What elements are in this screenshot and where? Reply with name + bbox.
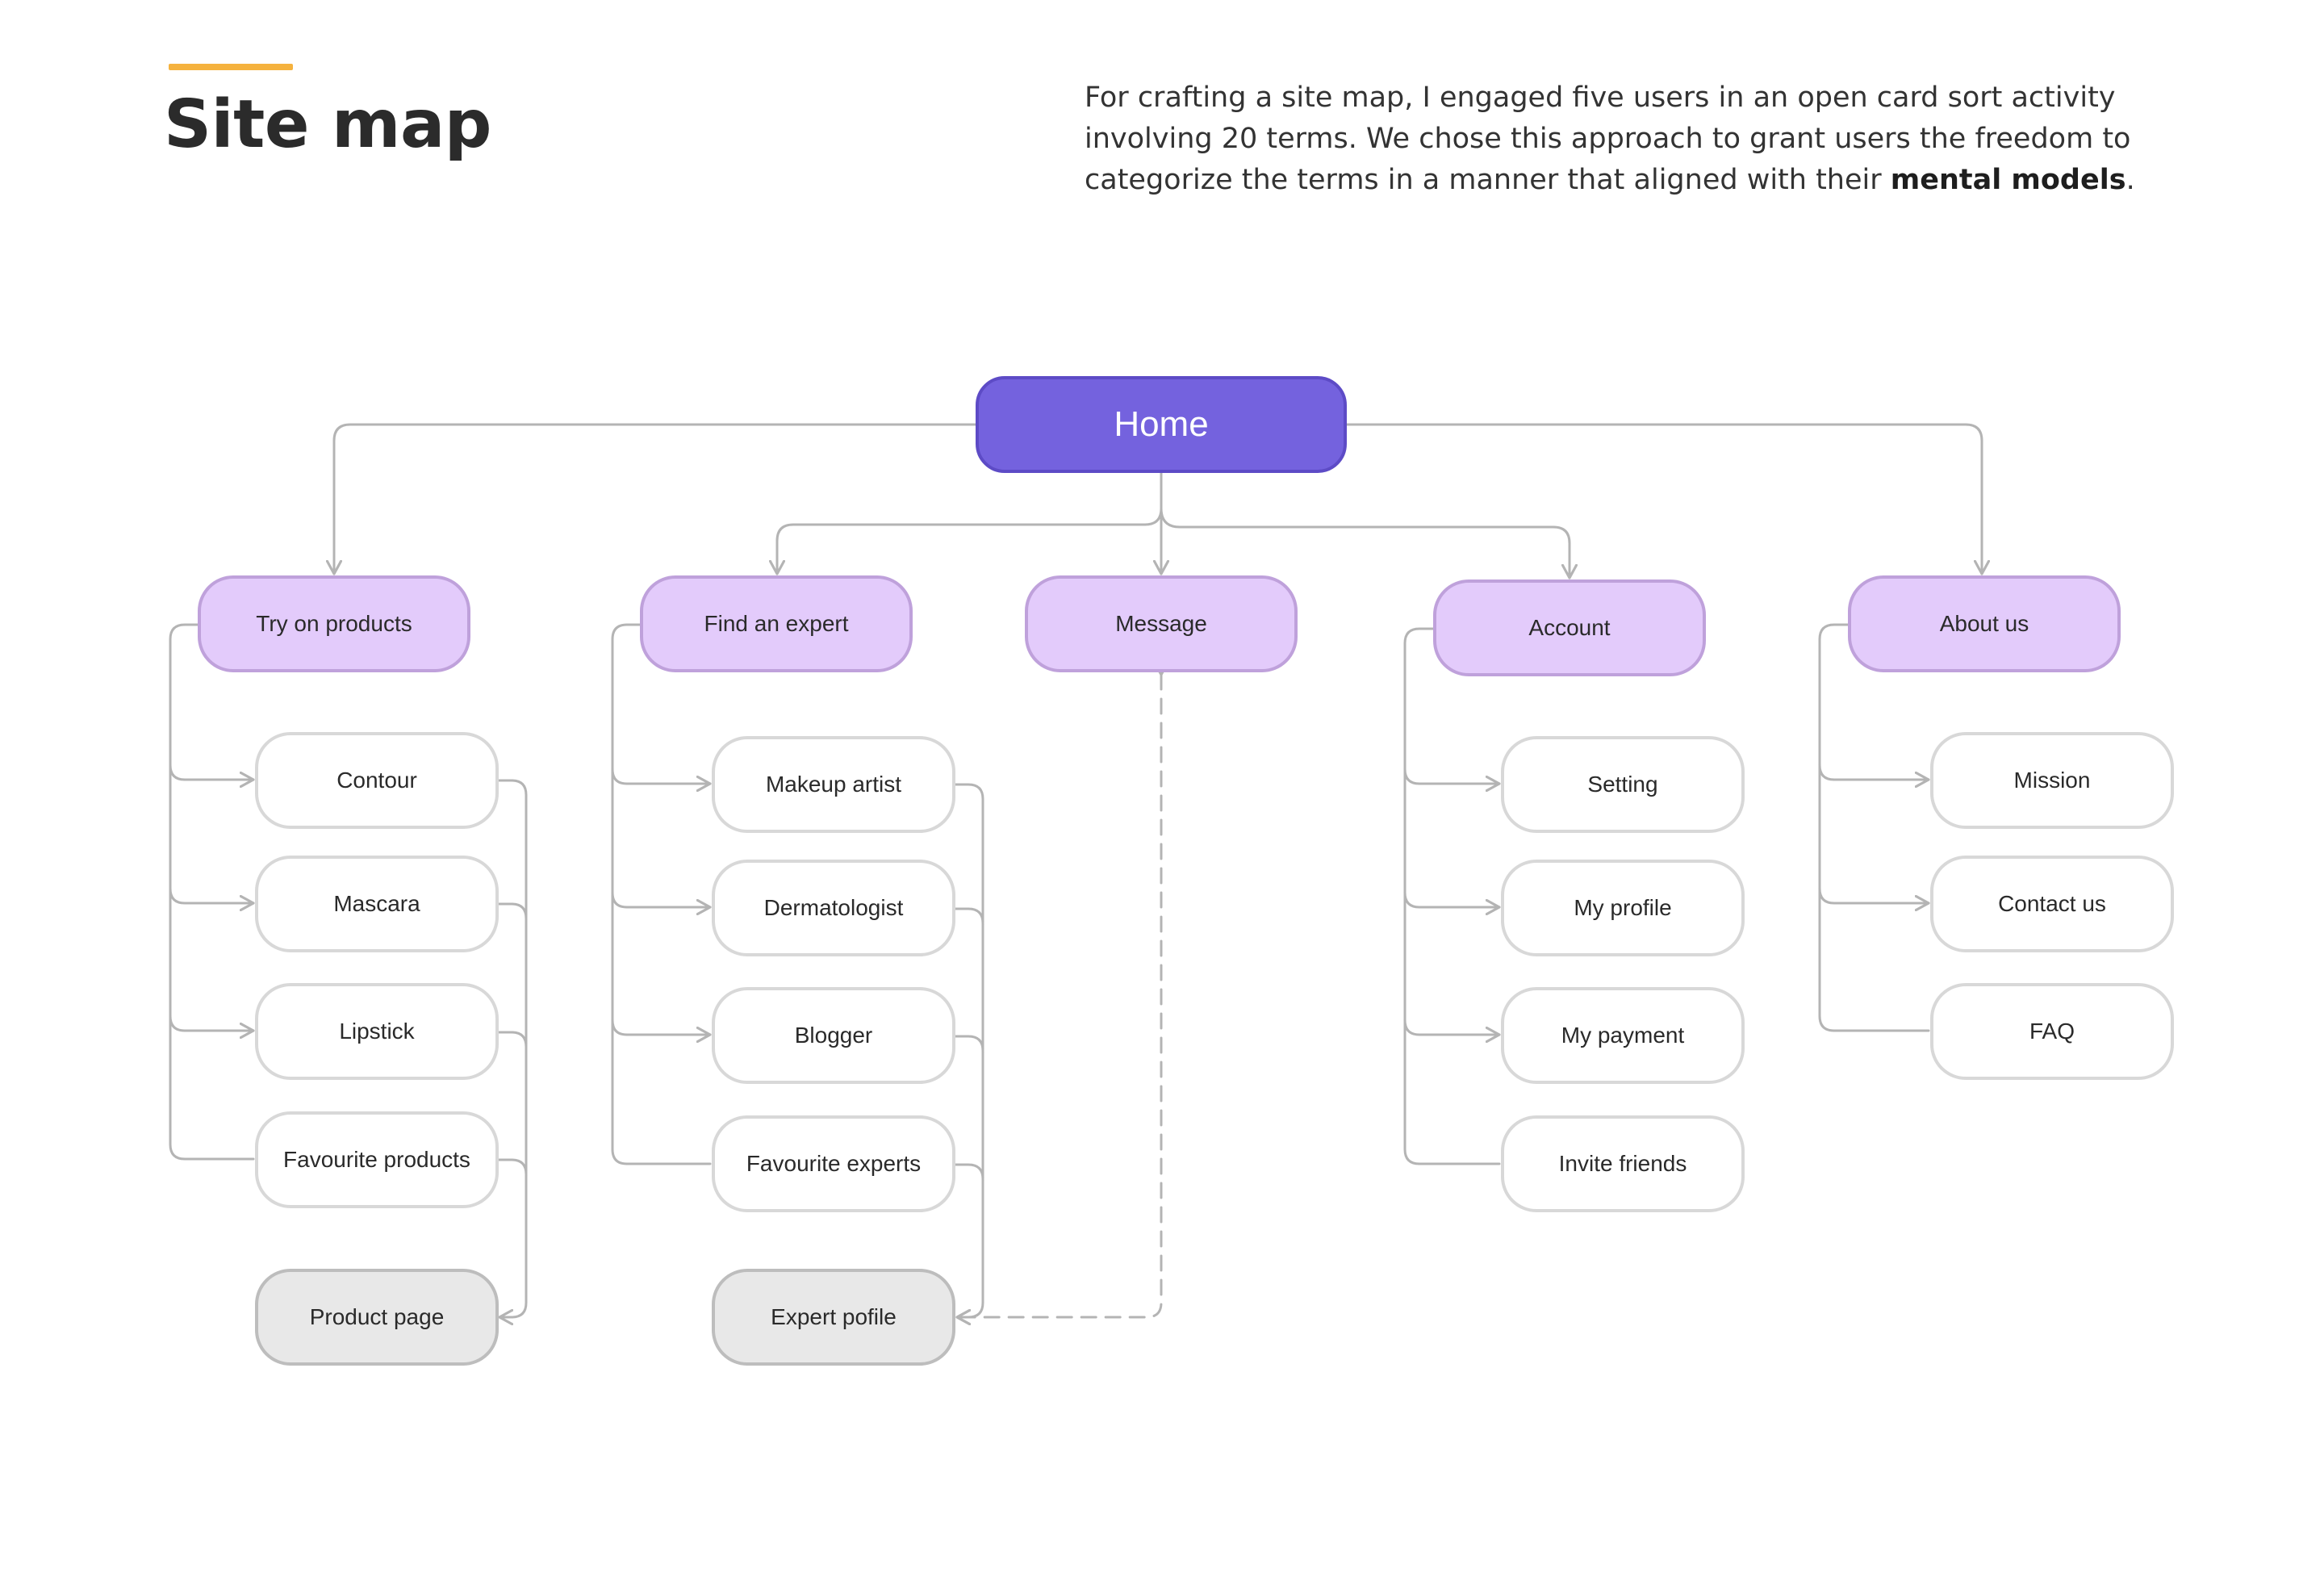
node-favourite-experts[interactable]: Favourite experts [712, 1115, 955, 1212]
node-my-profile[interactable]: My profile [1501, 860, 1745, 956]
node-faq[interactable]: FAQ [1930, 983, 2174, 1080]
node-account[interactable]: Account [1433, 579, 1706, 676]
node-mission[interactable]: Mission [1930, 732, 2174, 829]
node-lipstick[interactable]: Lipstick [255, 983, 499, 1080]
link-blogger-expert-profile [953, 1035, 984, 1052]
link-mission [1818, 764, 1929, 780]
node-expert-profile[interactable]: Expert pofile [712, 1269, 955, 1366]
link-setting [1403, 768, 1499, 784]
link-lipstick [169, 1015, 253, 1031]
node-setting[interactable]: Setting [1501, 736, 1745, 833]
link-lipstick-product-page [496, 1031, 528, 1048]
node-find-an-expert[interactable]: Find an expert [640, 575, 913, 672]
link-dermatologist-expert-profile [953, 907, 984, 925]
link-my-payment [1403, 1019, 1499, 1035]
link-mascara [169, 887, 253, 903]
intro-end: . [2125, 164, 2135, 196]
node-contact-us[interactable]: Contact us [1930, 856, 2174, 952]
node-my-payment[interactable]: My payment [1501, 987, 1745, 1084]
link-about-us-children [1818, 623, 1930, 1032]
node-contour[interactable]: Contour [255, 732, 499, 829]
intro-emphasis: mental models [1890, 164, 2126, 196]
node-makeup-artist[interactable]: Makeup artist [712, 736, 955, 833]
title-accent-bar [169, 64, 293, 70]
link-account-children [1403, 627, 1501, 1165]
link-blogger [611, 1019, 710, 1035]
link-my-profile [1403, 891, 1499, 907]
link-makeup-artist [611, 768, 710, 784]
link-home-try-on-products [334, 423, 977, 574]
intro-text: For crafting a site map, I engaged five … [1085, 82, 2131, 196]
node-message[interactable]: Message [1025, 575, 1298, 672]
link-try-on-products-children [169, 623, 255, 1161]
link-favourite-experts-expert-profile [953, 1163, 984, 1181]
node-mascara[interactable]: Mascara [255, 856, 499, 952]
node-product-page[interactable]: Product page [255, 1269, 499, 1366]
node-dermatologist[interactable]: Dermatologist [712, 860, 955, 956]
link-expert-profile [953, 783, 984, 1317]
link-home-account [1160, 507, 1570, 578]
link-contour [169, 764, 253, 780]
node-invite-friends[interactable]: Invite friends [1501, 1115, 1745, 1212]
link-product-page [496, 779, 528, 1317]
link-mascara-product-page [496, 902, 528, 920]
link-home-about-us [1345, 423, 1982, 574]
node-blogger[interactable]: Blogger [712, 987, 955, 1084]
node-favourite-products[interactable]: Favourite products [255, 1111, 499, 1208]
node-about-us[interactable]: About us [1848, 575, 2121, 672]
link-find-an-expert-children [611, 623, 712, 1165]
intro-paragraph: For crafting a site map, I engaged five … [1085, 77, 2198, 201]
link-contact-us [1818, 887, 1929, 903]
node-try-on-products[interactable]: Try on products [198, 575, 470, 672]
link-message-expert-profile [957, 675, 1161, 1317]
node-home[interactable]: Home [976, 376, 1347, 473]
link-favourite-products-product-page [496, 1158, 528, 1176]
link-home-find-an-expert [777, 507, 1163, 574]
page-title: Site map [164, 86, 492, 163]
link-dermatologist [611, 891, 710, 907]
